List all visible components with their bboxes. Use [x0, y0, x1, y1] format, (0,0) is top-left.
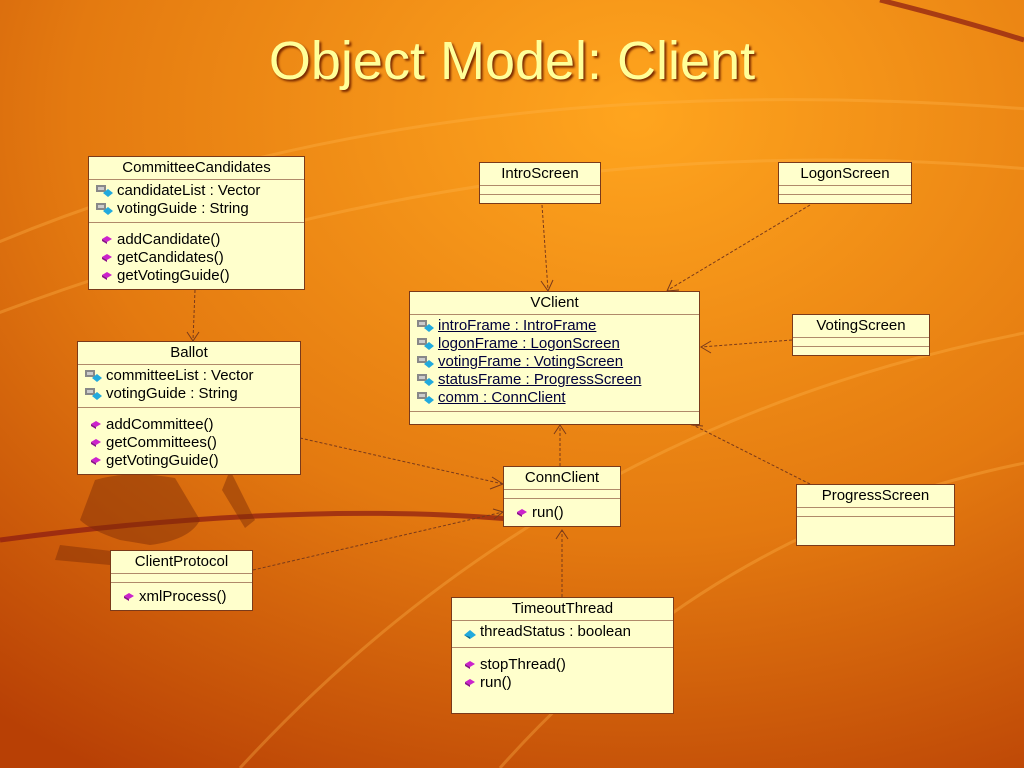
operation-icon — [102, 254, 112, 262]
attribute-icon — [417, 374, 434, 386]
attribute-icon — [417, 392, 434, 404]
attribute-section — [111, 574, 252, 583]
attribute-section: candidateList : Vector votingGuide : Str… — [89, 180, 304, 223]
operation-row: getVotingGuide() — [91, 267, 302, 285]
class-progress-screen[interactable]: ProgressScreen — [796, 484, 955, 546]
operation-section: addCommittee() getCommittees() getVoting… — [78, 408, 300, 474]
attribute-icon — [417, 356, 434, 368]
attribute-section — [480, 186, 600, 195]
attribute-section — [504, 490, 620, 499]
operation-row: stopThread() — [454, 656, 671, 674]
operation-section — [797, 517, 954, 525]
attribute-row: introFrame : IntroFrame — [412, 317, 697, 335]
operation-icon — [517, 509, 527, 517]
class-intro-screen[interactable]: IntroScreen — [479, 162, 601, 204]
attribute-section — [797, 508, 954, 517]
class-conn-client[interactable]: ConnClient run() — [503, 466, 621, 527]
attribute-icon — [96, 203, 113, 215]
attribute-section: introFrame : IntroFrame logonFrame : Log… — [410, 315, 699, 412]
attribute-icon — [85, 370, 102, 382]
attribute-row: candidateList : Vector — [91, 182, 302, 200]
attribute-icon — [417, 338, 434, 350]
attribute-section — [779, 186, 911, 195]
class-timeout-thread[interactable]: TimeoutThread threadStatus : boolean sto… — [451, 597, 674, 714]
class-voting-screen[interactable]: VotingScreen — [792, 314, 930, 356]
class-name: IntroScreen — [480, 163, 600, 186]
operation-section: addCandidate() getCandidates() getVoting… — [89, 223, 304, 289]
class-name: VotingScreen — [793, 315, 929, 338]
attribute-row: logonFrame : LogonScreen — [412, 335, 697, 353]
operation-icon — [91, 421, 101, 429]
operation-section: run() — [504, 499, 620, 526]
class-vclient[interactable]: VClient introFrame : IntroFrame logonFra… — [409, 291, 700, 425]
operation-section: xmlProcess() — [111, 583, 252, 610]
operation-icon — [91, 457, 101, 465]
attribute-row: committeeList : Vector — [80, 367, 298, 385]
runner-silhouette — [55, 470, 255, 565]
operation-icon — [465, 661, 475, 669]
attribute-icon — [464, 630, 476, 639]
operation-icon — [91, 439, 101, 447]
attribute-row: votingGuide : String — [80, 385, 298, 403]
attribute-row: votingGuide : String — [91, 200, 302, 218]
class-ballot[interactable]: Ballot committeeList : Vector votingGuid… — [77, 341, 301, 475]
class-name: TimeoutThread — [452, 598, 673, 621]
attribute-section — [793, 338, 929, 347]
attribute-row: comm : ConnClient — [412, 389, 697, 407]
operation-row: run() — [454, 674, 671, 692]
class-name: ConnClient — [504, 467, 620, 490]
class-name: VClient — [410, 292, 699, 315]
operation-section — [779, 195, 911, 203]
attribute-icon — [85, 388, 102, 400]
operation-section — [480, 195, 600, 203]
operation-row: xmlProcess() — [113, 588, 250, 606]
class-name: ProgressScreen — [797, 485, 954, 508]
operation-icon — [465, 679, 475, 687]
operation-row: run() — [506, 504, 618, 522]
class-client-protocol[interactable]: ClientProtocol xmlProcess() — [110, 550, 253, 611]
operation-section — [793, 347, 929, 355]
operation-row: addCandidate() — [91, 231, 302, 249]
class-name: CommitteeCandidates — [89, 157, 304, 180]
operation-row: getVotingGuide() — [80, 452, 298, 470]
slide-title: Object Model: Client — [268, 31, 756, 91]
operation-icon — [102, 236, 112, 244]
attribute-section: committeeList : Vector votingGuide : Str… — [78, 365, 300, 408]
operation-row: getCandidates() — [91, 249, 302, 267]
operation-row: getCommittees() — [80, 434, 298, 452]
attribute-icon — [96, 185, 113, 197]
attribute-row: votingFrame : VotingScreen — [412, 353, 697, 371]
attribute-row: threadStatus : boolean — [454, 623, 671, 641]
class-committee-candidates[interactable]: CommitteeCandidates candidateList : Vect… — [88, 156, 305, 290]
operation-icon — [102, 272, 112, 280]
class-name: Ballot — [78, 342, 300, 365]
attribute-row: statusFrame : ProgressScreen — [412, 371, 697, 389]
attribute-icon — [417, 320, 434, 332]
operation-section: stopThread() run() — [452, 648, 673, 696]
operation-section — [410, 412, 699, 424]
class-logon-screen[interactable]: LogonScreen — [778, 162, 912, 204]
class-name: ClientProtocol — [111, 551, 252, 574]
operation-row: addCommittee() — [80, 416, 298, 434]
class-name: LogonScreen — [779, 163, 911, 186]
operation-icon — [124, 593, 134, 601]
attribute-section: threadStatus : boolean — [452, 621, 673, 648]
